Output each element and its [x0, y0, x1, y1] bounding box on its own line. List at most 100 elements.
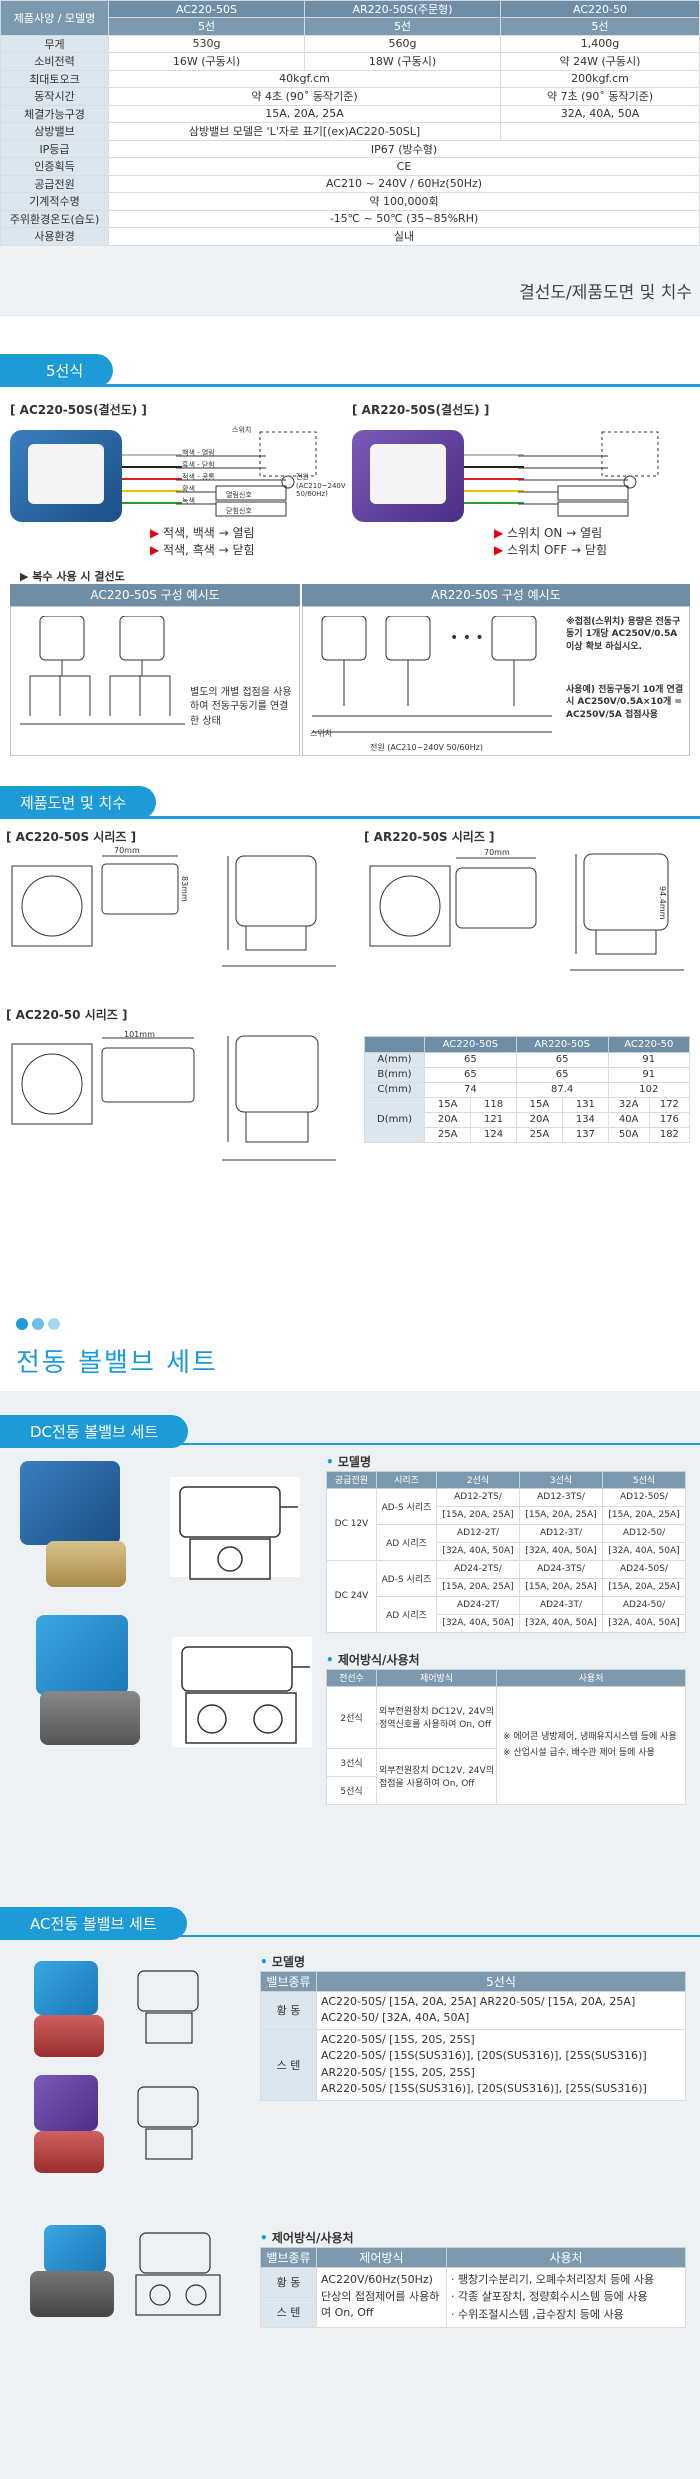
dc-ctrl-row-label: 5선식: [326, 1775, 377, 1805]
ac-model-line: AC220-50/ [32A, 40A, 50A]: [321, 2011, 470, 2024]
ac-valve-body-2: [34, 2130, 104, 2173]
multi-left-note: 별도의 개별 접점을 사용하여 전동구동기를 연결한 상태: [190, 686, 292, 727]
dims-th: [364, 1035, 425, 1053]
ac-actuator-photo-2: [34, 2074, 98, 2131]
dc-use-line: ※ 에어콘 냉방제어, 냉때유지시스템 등에 사용: [503, 1731, 677, 1742]
spec-cell: 1,400g: [500, 34, 700, 53]
ac-use-line: · 팽창기수분리기, 오폐수처리장치 등에 사용: [451, 2272, 655, 2286]
spec-cell: 약 7초 (90˚ 동작기준): [500, 87, 700, 106]
cap-c: [ AC220-50 시리즈 ]: [6, 1007, 128, 1022]
dc-cell: [32A, 40A, 50A]: [436, 1613, 520, 1633]
ac-line-drawing-1: [132, 1965, 212, 2068]
dims-cell: 131: [562, 1096, 609, 1113]
legend-line: ▶ 스위치 OFF → 닫힘: [494, 542, 607, 557]
spec-cell: 약 4초 (90˚ 동작기준): [108, 87, 501, 106]
dims-cell: 91: [607, 1051, 691, 1068]
dc-cell: [15A, 20A, 25A]: [436, 1577, 520, 1597]
spec-table: 제품사양 / 모델명 AC220-50S AR220-50S(주문형) AC22…: [0, 0, 700, 246]
dc-cell: AD24-2T/: [436, 1595, 520, 1615]
spec-cell: 실내: [108, 227, 700, 246]
ac-model-line: AR220-50S/ [15S, 20S, 25S]: [321, 2065, 475, 2079]
actuator-face: [28, 443, 104, 504]
spec-cell: 560g: [304, 34, 501, 53]
spec-label: 소비전력: [0, 52, 109, 71]
dc-ctrl-use: ※ 에어콘 냉방제어, 냉때유지시스템 등에 사용 ※ 산업시설 급수, 배수관…: [496, 1685, 686, 1805]
dc-cell: [32A, 40A, 50A]: [436, 1541, 520, 1561]
spec-label: 체결가능구경: [0, 104, 109, 123]
spec-label: 기계적수명: [0, 192, 109, 211]
dc-cell: AD12-3T/: [519, 1523, 603, 1543]
ac-model-heading: 모델명: [260, 1953, 305, 1970]
multi-power: 전원 (AC210~240V 50/60Hz): [370, 742, 483, 752]
right-caption: [ AR220-50S(결선도) ]: [352, 402, 490, 417]
dims-cell: 102: [607, 1081, 691, 1098]
dims-tab-line: [0, 815, 700, 819]
spec-label: 최대토오크: [0, 69, 109, 88]
wire-label: 적색 - 공통: [182, 472, 215, 481]
ac-ctrl-heading: 제어방식/사용처: [260, 2229, 354, 2246]
red-arrow-icon: ▶: [494, 542, 508, 557]
dims-cell: 74: [424, 1081, 517, 1098]
dims-tab-label: 제품도면 및 치수: [0, 785, 157, 819]
dc-valve-body-2: [40, 1690, 140, 1745]
dc-series-cell: AD-S 시리즈: [376, 1487, 437, 1525]
legend-line: ▶ 적색, 백색 → 열림: [150, 525, 255, 540]
dims-lbl: D(mm): [364, 1096, 425, 1143]
dims-th: AC220-50: [607, 1035, 691, 1053]
ac-actuator-photo-3: [44, 2224, 106, 2273]
dimensions-section: 제품도면 및 치수 [ AC220-50S 시리즈 ] [ AR220-50S …: [0, 775, 700, 1296]
left-caption: [ AC220-50S(결선도) ]: [10, 402, 147, 417]
spec-label: 동작시간: [0, 87, 109, 106]
dc-line-drawing-2: [172, 1636, 312, 1747]
spec-header-ac220-50: AC220-50: [500, 0, 700, 18]
wire-label: 녹색: [182, 496, 195, 505]
multi-right-diagram: • • •: [312, 615, 552, 732]
dc-model-table: 공급전원 시리즈 2선식 3선식 5선식 DC 12V AD-S 시리즈 AD1…: [326, 1470, 686, 1633]
dc-use-line: ※ 산업시설 급수, 배수관 제어 등에 사용: [503, 1748, 655, 1758]
dc-actuator-photo-2: [36, 1614, 128, 1695]
dc-valve-body-1: [46, 1540, 126, 1587]
ac220-50s-actuator: [10, 429, 122, 522]
ar220-50s-actuator: [352, 429, 464, 522]
dc-series-cell: AD 시리즈: [376, 1595, 437, 1633]
dc-tab: DC전동 볼밸브 세트: [0, 1414, 189, 1448]
red-arrow-icon: ▶: [494, 525, 508, 540]
dims-cell: 172: [648, 1096, 691, 1113]
ac-ctrl-stainless: 스 텐: [260, 2296, 317, 2328]
ac-model-line: AR220-50S/ [15S(SUS316)], [20S(SUS316)],…: [321, 2082, 647, 2095]
wire-label: 황색: [182, 484, 195, 493]
wiring-tab: 5선식: [0, 353, 114, 387]
ac-ctrl-brass: 황 동: [260, 2266, 317, 2298]
dc-cell: [15A, 20A, 25A]: [519, 1577, 603, 1597]
dc-ctrl-heading: 제어방식/사용처: [326, 1651, 420, 1668]
section-band: 결선도/제품도면 및 치수: [0, 245, 700, 316]
red-arrow-icon: ▶: [150, 525, 164, 540]
switch-label: 스위치: [232, 425, 252, 434]
multi-switch: 스위치: [310, 728, 333, 738]
ac-ctrl-th: 사용처: [446, 2246, 686, 2268]
spec-sub: 5선: [304, 17, 501, 36]
ac-model-line: AC220-50S/ [15S(SUS316)], [20S(SUS316)],…: [321, 2049, 647, 2062]
dc-ball-valve-section: DC전동 볼밸브 세트 모델명 공급전원 시리즈 2선식 3선식 5선식 DC …: [0, 1390, 700, 1895]
dc-cell: AD12-50/: [602, 1523, 686, 1543]
spec-label: 주위환경온도(습도): [0, 209, 109, 228]
dc-24v-cell: DC 24V: [326, 1559, 377, 1633]
multi-left-box: [10, 605, 300, 756]
dims-cell: 134: [562, 1111, 609, 1128]
dims-cell: 137: [562, 1126, 609, 1143]
spec-cell: 16W (구동시): [108, 52, 305, 71]
ball-valve-title-section: 전동 볼밸브 세트: [0, 1295, 700, 1391]
dc-cell: [32A, 40A, 50A]: [519, 1613, 603, 1633]
dims-cell: 20A: [515, 1111, 564, 1128]
dc-12v-cell: DC 12V: [326, 1487, 377, 1561]
ac-ctrl-method: AC220V/60Hz(50Hz) 단상의 접점제어를 사용하여 On, Off: [316, 2266, 447, 2328]
dc-tab-line: [0, 1442, 700, 1445]
dc-cell: AD24-2TS/: [436, 1559, 520, 1579]
multi-left-diagram: [20, 615, 185, 724]
spec-cell: 530g: [108, 34, 305, 53]
dc-model-th: 2선식: [436, 1470, 520, 1489]
spec-label: 인증획득: [0, 157, 109, 176]
drawing-ar220-50s: [369, 853, 684, 970]
dims-cell: 124: [470, 1126, 517, 1143]
dc-ctrl-th: 사용처: [496, 1668, 686, 1687]
